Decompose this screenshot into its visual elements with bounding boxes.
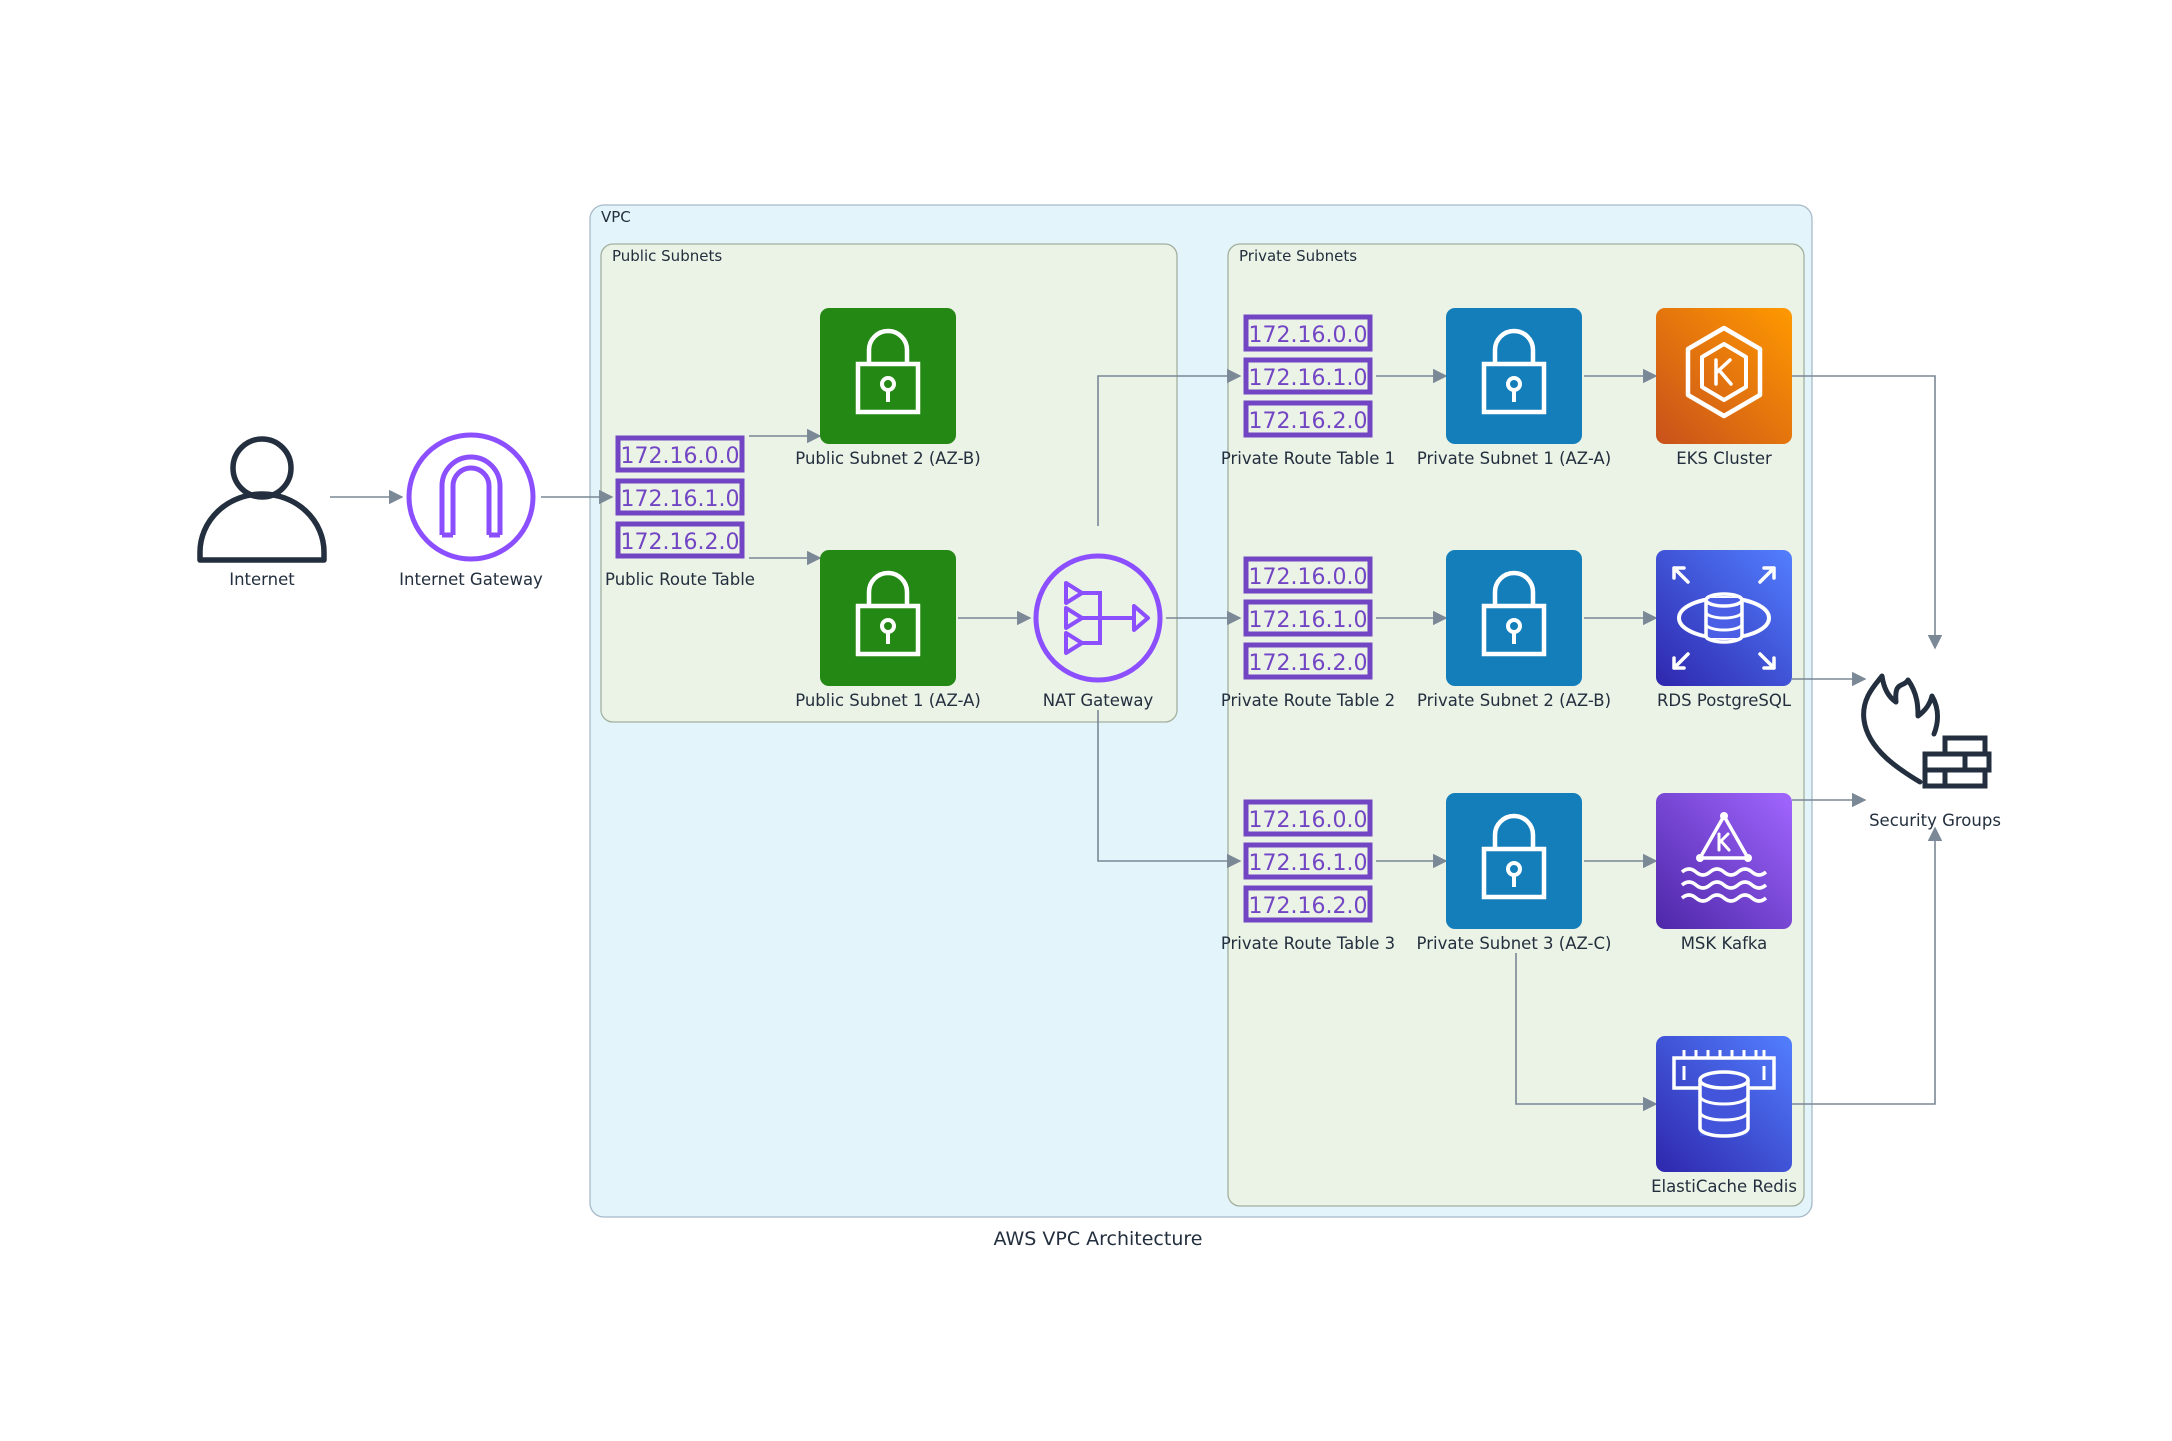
route-table-icon: 172.16.0.0 172.16.1.0 172.16.2.0 [615,435,745,559]
cidr-block: 172.16.1.0 [1249,608,1368,633]
private-route-table-2-node: 172.16.0.0 172.16.1.0 172.16.2.0 Private… [1221,556,1395,710]
cidr-block: 172.16.0.0 [1249,565,1368,590]
rds-database-icon [1672,566,1776,670]
rds-postgresql-label: RDS PostgreSQL [1657,691,1792,710]
msk-kafka-icon [1680,812,1768,903]
private-route-table-3-label: Private Route Table 3 [1221,934,1395,953]
security-groups-label: Security Groups [1869,811,2001,830]
eks-cluster-node: EKS Cluster [1656,308,1792,468]
nat-gateway-icon [1033,553,1163,683]
edge-eks-security-groups [1792,375,1943,650]
security-groups-node: Security Groups [1861,673,2001,830]
msk-kafka-node: MSK Kafka [1656,793,1792,953]
private-route-table-2-label: Private Route Table 2 [1221,691,1395,710]
internet-gateway-node: Internet Gateway [399,432,543,589]
nat-gateway-node: NAT Gateway [1033,553,1163,710]
eks-cluster-label: EKS Cluster [1676,449,1772,468]
private-subnet-3-node: Private Subnet 3 (AZ-C) [1417,793,1612,953]
edge-elasticache-security-groups [1792,826,1943,1105]
edges [330,368,1943,1112]
private-route-table-3-node: 172.16.0.0 172.16.1.0 172.16.2.0 Private… [1221,799,1395,953]
cidr-block: 172.16.1.0 [1249,366,1368,391]
edge-nat-private-rt-3 [1097,710,1242,869]
cidr-block: 172.16.1.0 [1249,851,1368,876]
eks-icon [1685,325,1763,419]
rds-postgresql-node: RDS PostgreSQL [1656,550,1792,710]
firewall-icon [1861,673,1992,789]
private-subnet-3-label: Private Subnet 3 (AZ-C) [1417,934,1612,953]
cidr-block: 172.16.0.0 [1249,323,1368,348]
internet-gateway-label: Internet Gateway [399,570,543,589]
private-subnet-2-node: Private Subnet 2 (AZ-B) [1417,550,1611,710]
cidr-block: 172.16.2.0 [1249,651,1368,676]
cidr-block: 172.16.2.0 [621,530,740,555]
route-table-icon: 172.16.0.0 172.16.1.0 172.16.2.0 [1243,556,1373,680]
cidr-block: 172.16.2.0 [1249,894,1368,919]
cidr-block: 172.16.2.0 [1249,409,1368,434]
elasticache-redis-label: ElastiCache Redis [1651,1177,1797,1196]
internet-node: Internet [197,436,327,589]
elasticache-icon [1672,1050,1776,1138]
private-route-table-1-label: Private Route Table 1 [1221,449,1395,468]
elasticache-redis-node: ElastiCache Redis [1651,1036,1797,1196]
public-subnets-group: Public Subnets [600,243,1178,723]
user-icon [197,436,327,563]
cidr-block: 172.16.0.0 [1249,808,1368,833]
private-subnet-1-node: Private Subnet 1 (AZ-A) [1417,308,1611,468]
route-table-icon: 172.16.0.0 172.16.1.0 172.16.2.0 [1243,799,1373,923]
public-route-table-node: 172.16.0.0 172.16.1.0 172.16.2.0 Public … [605,435,755,589]
public-route-table-label: Public Route Table [605,570,755,589]
public-subnet-1-node: Public Subnet 1 (AZ-A) [795,550,981,710]
public-subnet-1-label: Public Subnet 1 (AZ-A) [795,691,981,710]
public-subnets-label: Public Subnets [612,247,722,265]
private-route-table-1-node: 172.16.0.0 172.16.1.0 172.16.2.0 Private… [1221,314,1395,468]
edge-private-subnet-3-elasticache [1515,953,1658,1112]
msk-kafka-label: MSK Kafka [1681,934,1768,953]
private-subnets-label: Private Subnets [1239,247,1357,265]
route-table-icon: 172.16.0.0 172.16.1.0 172.16.2.0 [1243,314,1373,438]
vpc-label: VPC [601,208,631,226]
nat-gateway-label: NAT Gateway [1043,691,1154,710]
public-subnet-2-label: Public Subnet 2 (AZ-B) [795,449,980,468]
internet-label: Internet [229,570,295,589]
cidr-block: 172.16.0.0 [621,444,740,469]
cidr-block: 172.16.1.0 [621,487,740,512]
public-subnet-2-node: Public Subnet 2 (AZ-B) [795,308,981,468]
diagram-caption: AWS VPC Architecture [994,1228,1203,1250]
private-subnet-1-label: Private Subnet 1 (AZ-A) [1417,449,1611,468]
private-subnets-group: Private Subnets [1227,243,1805,1207]
private-subnet-2-label: Private Subnet 2 (AZ-B) [1417,691,1611,710]
edge-nat-private-rt-1 [1097,368,1242,526]
internet-gateway-icon [406,432,536,562]
